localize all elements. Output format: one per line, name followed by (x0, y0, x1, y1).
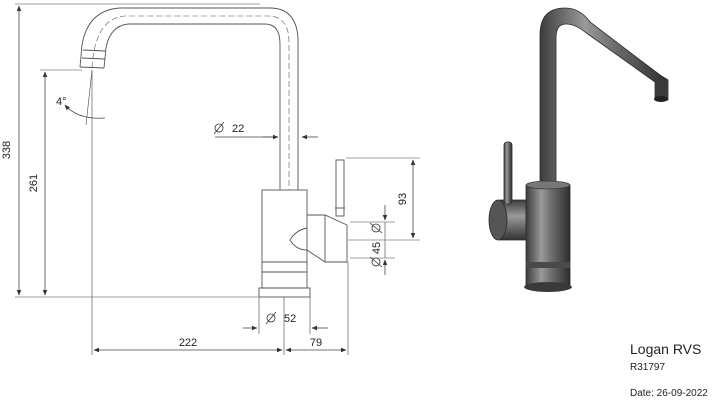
dim-reach: 222 (179, 337, 197, 349)
faucet-render (488, 7, 669, 292)
product-name: Logan RVS (630, 341, 702, 357)
dim-handle-diameter: 45 (371, 242, 383, 254)
dim-handle-offset: 79 (310, 337, 322, 349)
dim-angle: 4° (56, 96, 67, 108)
dim-total-height: 338 (1, 141, 13, 159)
diameter-symbols (213, 121, 383, 325)
faucet-outline (79, 7, 348, 298)
dim-spout-diameter: 22 (232, 123, 244, 135)
dim-spout-height: 261 (28, 174, 40, 192)
dim-base-diameter: 52 (284, 313, 296, 325)
product-code: R31797 (630, 362, 666, 373)
product-date: Date: 26-09-2022 (630, 388, 708, 399)
dimension-lines (15, 3, 420, 355)
dim-handle-height: 93 (397, 193, 409, 205)
